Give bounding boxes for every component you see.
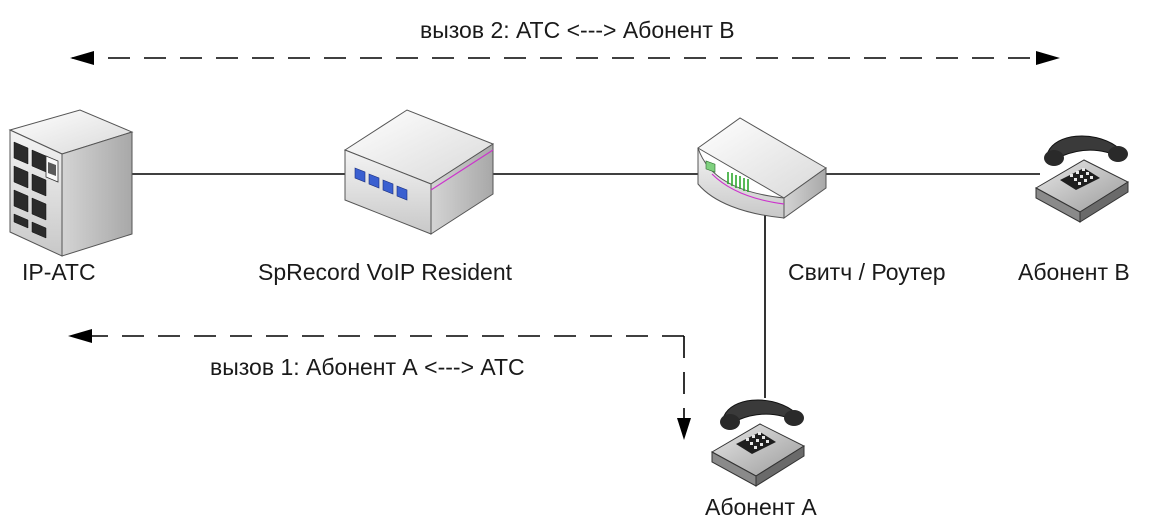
sprecord-label: SpRecord VoIP Resident <box>258 259 513 285</box>
network-switch-icon <box>697 117 827 219</box>
connection-lines <box>128 173 1040 398</box>
switch-router-label: Свитч / Роутер <box>788 259 946 285</box>
call-1-label: вызов 1: Абонент А <---> АТС <box>210 354 525 380</box>
desk-phone-icon <box>710 399 806 487</box>
subscriber-b-label: Абонент В <box>1018 259 1130 285</box>
subscriber-a-label: Абонент А <box>705 494 817 520</box>
call-1-arrow <box>68 329 691 440</box>
arrow-right-head <box>1036 51 1060 65</box>
call-2-label: вызов 2: АТС <---> Абонент В <box>420 17 735 43</box>
arrow-down-head <box>677 418 691 440</box>
call-2-arrow <box>70 51 1060 65</box>
arrow-left-head <box>68 329 92 343</box>
recorder-appliance-icon <box>343 109 495 235</box>
arrow-left-head <box>70 51 94 65</box>
desk-phone-icon <box>1034 135 1130 223</box>
ip-pbx-label: IP-АТС <box>22 259 96 285</box>
server-tower-icon <box>8 109 134 257</box>
